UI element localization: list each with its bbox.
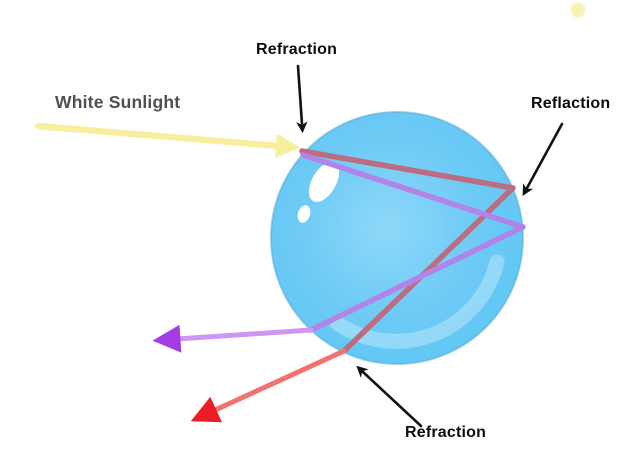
droplet-shine-main bbox=[308, 162, 340, 202]
reflection-right-pointer-arrow bbox=[522, 122, 564, 197]
refraction-top-pointer-arrow bbox=[296, 64, 308, 134]
purple-ray-exit-arrow bbox=[152, 324, 314, 353]
white-sunlight-label: White Sunlight bbox=[55, 92, 181, 112]
red-ray-internal-path bbox=[299, 148, 516, 354]
sun-glow-dot bbox=[569, 1, 587, 19]
purple-ray-internal-path bbox=[300, 152, 526, 333]
refraction-top-label: Refraction bbox=[256, 41, 338, 58]
red-ray-exit-arrow bbox=[190, 348, 347, 423]
droplet-shine-small bbox=[297, 205, 311, 223]
refraction-bottom-pointer-arrow bbox=[356, 365, 423, 428]
sunlight-ray-arrow bbox=[34, 122, 301, 159]
refraction-bottom-label: Refraction bbox=[405, 424, 487, 441]
reflection-right-label: Reflaction bbox=[531, 95, 611, 112]
